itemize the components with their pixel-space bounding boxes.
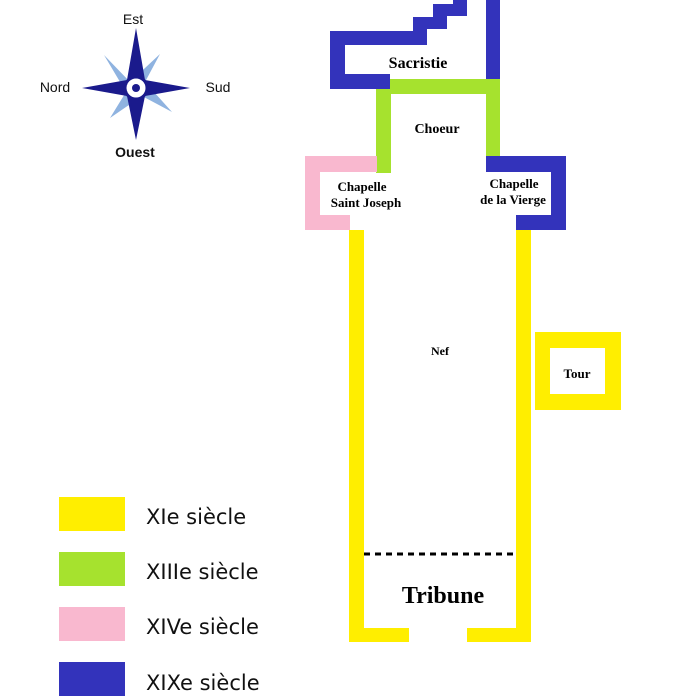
chapelle-vierge-label-line2: de la Vierge xyxy=(480,192,546,207)
compass-label-ouest: Ouest xyxy=(115,144,155,160)
legend-swatch-xie xyxy=(59,497,125,531)
legend-label-xixe: XIXe siècle xyxy=(146,671,260,695)
compass-label-est: Est xyxy=(123,11,143,27)
chapelle-saint-joseph-label-line1: Chapelle xyxy=(337,179,386,194)
choeur-label: Choeur xyxy=(414,122,459,137)
legend: XIe siècle XIIIe siècle XIVe siècle XIXe… xyxy=(59,497,260,696)
compass-rose-icon xyxy=(82,28,190,140)
nef-label: Nef xyxy=(431,344,450,358)
nef-walls xyxy=(349,230,531,642)
compass-center xyxy=(132,84,140,92)
chapelle-saint-joseph-walls xyxy=(305,156,377,230)
legend-label-xive: XIVe siècle xyxy=(146,615,259,639)
choeur-walls xyxy=(376,79,500,173)
sacristie-walls xyxy=(330,0,500,89)
legend-label-xie: XIe siècle xyxy=(146,505,246,529)
tribune-label: Tribune xyxy=(402,583,485,609)
legend-swatch-xixe xyxy=(59,662,125,696)
chapelle-vierge-label-line1: Chapelle xyxy=(489,176,538,191)
chapelle-vierge-walls xyxy=(486,156,566,230)
compass-label-sud: Sud xyxy=(206,79,231,95)
legend-swatch-xive xyxy=(59,607,125,641)
tour-walls xyxy=(535,332,621,410)
sacristie-label: Sacristie xyxy=(389,55,448,72)
tour-label: Tour xyxy=(564,366,591,381)
legend-label-xiiie: XIIIe siècle xyxy=(146,560,259,584)
compass-label-nord: Nord xyxy=(40,79,70,95)
chapelle-saint-joseph-label-line2: Saint Joseph xyxy=(331,195,402,210)
legend-swatch-xiiie xyxy=(59,552,125,586)
